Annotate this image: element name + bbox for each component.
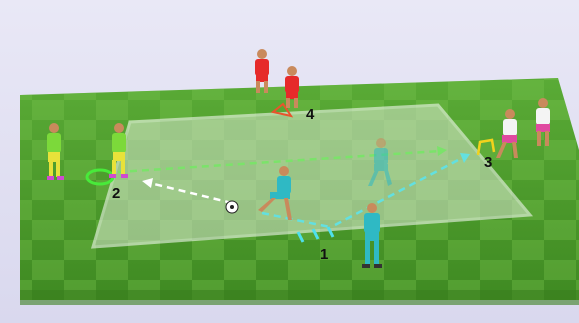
grass-front-shadow xyxy=(20,290,579,305)
run-arrow-green xyxy=(437,146,447,156)
mini-goal-3 xyxy=(476,138,496,156)
station-label-3: 3 xyxy=(484,154,492,171)
player-lime-waiting xyxy=(47,123,64,180)
mini-goal-4 xyxy=(270,102,294,118)
player-cyan-runner xyxy=(368,138,392,186)
ball xyxy=(225,200,239,214)
pass-arrow-white xyxy=(142,178,153,188)
station-label-2: 2 xyxy=(112,185,120,202)
player-red-4 xyxy=(285,66,299,108)
pass-arrow-cyan xyxy=(460,153,470,163)
player-white-3 xyxy=(496,109,518,158)
player-lime-2 xyxy=(109,123,128,178)
station-label-4: 4 xyxy=(306,106,315,123)
player-red-waiting xyxy=(255,49,269,93)
player-cyan-passer xyxy=(258,166,292,220)
player-white-waiting xyxy=(536,98,550,146)
training-area xyxy=(90,103,534,249)
player-cyan-1 xyxy=(362,203,382,268)
station-label-1: 1 xyxy=(320,246,328,263)
mini-hurdles xyxy=(296,226,335,243)
pass-line-white xyxy=(149,181,233,205)
